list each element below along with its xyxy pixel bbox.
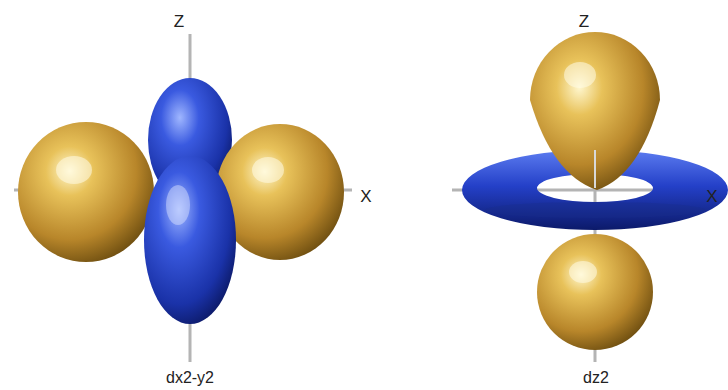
blue-lobe [144,156,236,324]
highlight [166,185,190,225]
shade [485,202,705,218]
orbital-label: dx2-y2 [166,369,214,386]
highlight [56,156,92,184]
gold-lobe [537,234,653,350]
torus-lobe [462,150,728,230]
axis-label: X [706,187,717,206]
highlight [564,62,596,88]
gold-lobe [530,32,660,190]
axis-label: Z [579,12,589,31]
highlight [569,261,597,283]
highlight [252,157,284,183]
z-axis [594,150,596,188]
axis-label: X [360,187,371,206]
axis-label-holder: Z [174,12,184,32]
gold-lobe [18,122,154,262]
axis-label: Z [174,12,184,31]
orbital-label-holder: dx2-y2 [166,369,214,387]
axis-label-holder: Z [579,12,589,32]
axis-label-holder: X [706,187,717,207]
dz2-orbital [452,32,728,362]
dx2y2-orbital [14,34,352,362]
orbital-label-holder: dz2 [583,369,609,387]
orbital-label: dz2 [583,369,609,386]
axis-label-holder: X [360,187,371,207]
